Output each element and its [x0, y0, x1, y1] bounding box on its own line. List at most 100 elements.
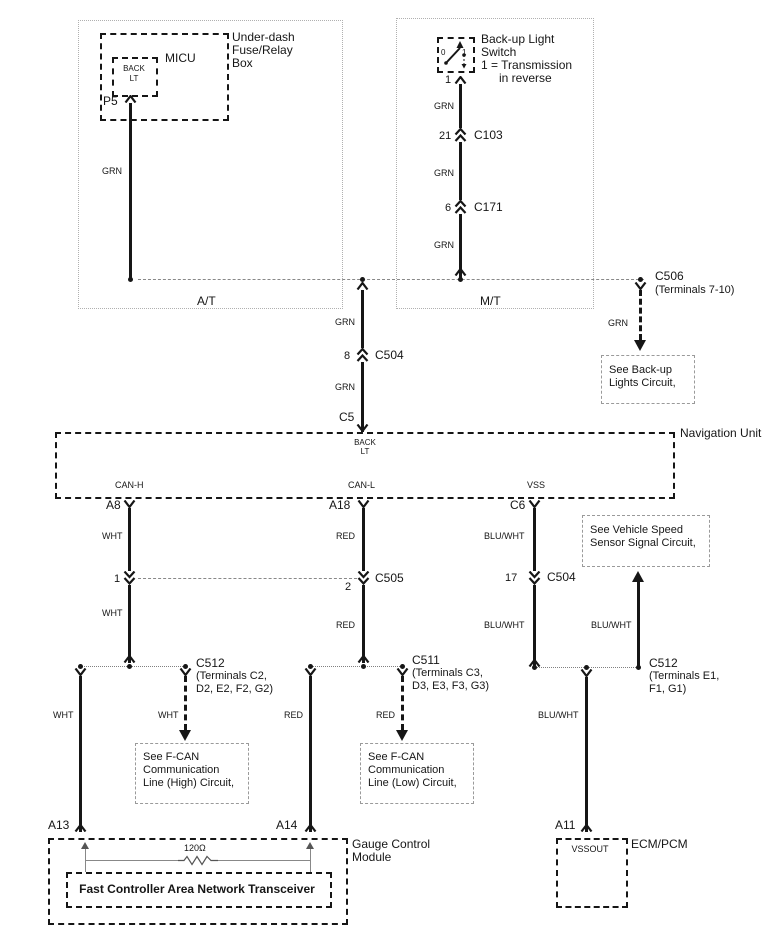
connector-splice-icon — [454, 199, 467, 214]
connector-splice-icon — [123, 570, 136, 586]
wire-color-label: GRN — [335, 317, 355, 327]
c511-connector-label: C511 — [412, 653, 440, 667]
wire-color-label: GRN — [434, 101, 454, 111]
see-vehicle-speed-line1: See Vehicle Speed — [590, 524, 683, 536]
see-fcan-low-line3: Line (Low) Circuit, — [368, 777, 457, 789]
nav-back-lt-line2: LT — [360, 447, 370, 456]
can-h-wht-wire — [128, 508, 131, 663]
junction-dot — [127, 664, 132, 669]
junction-dot — [584, 665, 589, 670]
switch-terminal-label: 1 — [445, 74, 452, 86]
connector-fork-icon — [124, 94, 137, 104]
fuse-label-line1: BACK — [123, 64, 145, 73]
at-region-box — [78, 20, 343, 309]
see-fcan-low-box — [360, 743, 474, 804]
c6-pin-label: C6 — [510, 498, 526, 512]
backup-light-switch-box — [437, 37, 475, 73]
junction-dot — [400, 664, 405, 669]
can-h-pin-name: CAN-H — [115, 480, 144, 490]
see-fcan-high-box — [135, 743, 249, 804]
connector-splice-icon — [528, 570, 541, 586]
a8-pin-label: A8 — [106, 498, 121, 512]
wire-color-label: WHT — [102, 608, 123, 618]
vss-bluwht-wire — [533, 508, 536, 667]
junction-dot — [458, 277, 463, 282]
connector-fork-icon — [580, 823, 593, 833]
switch-title-1: Back-up Light — [481, 32, 555, 46]
connector-fork-icon — [357, 499, 370, 509]
junction-dot — [128, 277, 133, 282]
connector-fork-icon — [634, 281, 647, 291]
switch-pos-0-label: 0 — [441, 48, 446, 57]
c511-terminals-line2: D3, E3, F3, G3) — [412, 680, 490, 692]
see-fcan-high-line3: Line (High) Circuit, — [143, 777, 235, 789]
c103-pin-label: 21 — [439, 130, 452, 142]
wire-color-label: GRN — [335, 382, 355, 392]
vss-branch-up-wire — [637, 582, 640, 667]
connector-fork-icon — [179, 667, 192, 677]
connector-fork-icon — [304, 823, 317, 833]
switch-title-4: in reverse — [499, 71, 552, 85]
wire-color-label: RED — [376, 710, 396, 720]
fuse-box-title-1: Under-dash — [232, 30, 295, 44]
wire-color-label: RED — [284, 710, 304, 720]
a11-bluwht-wire — [585, 677, 588, 832]
a14-red-wire — [309, 676, 312, 832]
c505-link-line — [138, 578, 357, 579]
fcan-transceiver-label: Fast Controller Area Network Transceiver — [79, 882, 315, 896]
junction-dot — [361, 664, 366, 669]
fuse-label-line2: LT — [129, 74, 139, 83]
gauge-control-module-box — [48, 838, 348, 925]
arrow-down-icon — [634, 340, 646, 351]
vssout-pin-name: VSSOUT — [571, 844, 609, 854]
navigation-unit-label: Navigation Unit — [680, 426, 762, 440]
connector-fork-icon — [123, 654, 136, 664]
connector-fork-icon — [454, 267, 467, 277]
c506-connector-label: C506 — [655, 269, 684, 283]
wire-color-label: BLU/WHT — [484, 620, 525, 630]
wire-color-label: WHT — [158, 710, 179, 720]
connector-fork-icon — [580, 668, 593, 678]
fuse-box-title-3: Box — [232, 56, 253, 70]
vss-pin-name: VSS — [527, 480, 546, 490]
junction-dot — [360, 277, 365, 282]
resistor-icon — [178, 855, 218, 866]
connector-fork-icon — [74, 667, 87, 677]
see-fcan-low-line2: Communication — [368, 764, 445, 776]
wire-color-label: GRN — [434, 240, 454, 250]
fcan-high-stub-wire — [184, 676, 187, 730]
junction-dot — [532, 665, 537, 670]
a14-pin-label: A14 — [276, 818, 298, 832]
junction-dot — [308, 664, 313, 669]
wire-color-label: RED — [336, 620, 356, 630]
fcan-transceiver-box — [66, 872, 332, 908]
c512-terminals-line2: D2, E2, F2, G2) — [196, 683, 274, 695]
fuse-relay-box — [100, 33, 229, 121]
arrow-down-icon — [179, 730, 191, 741]
c505-pin2-label: 2 — [345, 581, 352, 593]
gauge-module-title-1: Gauge Control — [352, 837, 431, 851]
connector-fork-icon — [396, 667, 409, 677]
c512-junction-line — [81, 666, 187, 667]
a11-pin-label: A11 — [555, 818, 576, 832]
switch-title-3: 1 = Transmission — [481, 58, 573, 72]
see-fcan-high-line1: See F-CAN — [143, 751, 200, 763]
wire-color-label: GRN — [434, 168, 454, 178]
c103-connector-label: C103 — [474, 128, 503, 142]
c512-right-connector-label: C512 — [649, 656, 678, 670]
junction-dot — [78, 664, 83, 669]
navigation-unit-box — [55, 432, 675, 499]
c504-connector-label: C504 — [375, 348, 404, 362]
connector-fork-icon — [356, 281, 369, 291]
can-l-red-wire — [362, 508, 365, 663]
junction-dot — [183, 664, 188, 669]
ecm-pcm-label: ECM/PCM — [631, 837, 688, 851]
arrow-up-icon — [81, 842, 89, 849]
arrow-up-icon — [306, 842, 314, 849]
back-lt-fuse-box — [112, 57, 158, 97]
wire-color-label: BLU/WHT — [484, 531, 525, 541]
c505-connector-label: C505 — [375, 571, 404, 585]
fuse-box-title-2: Fuse/Relay — [232, 43, 293, 57]
junction-dot — [636, 665, 641, 670]
